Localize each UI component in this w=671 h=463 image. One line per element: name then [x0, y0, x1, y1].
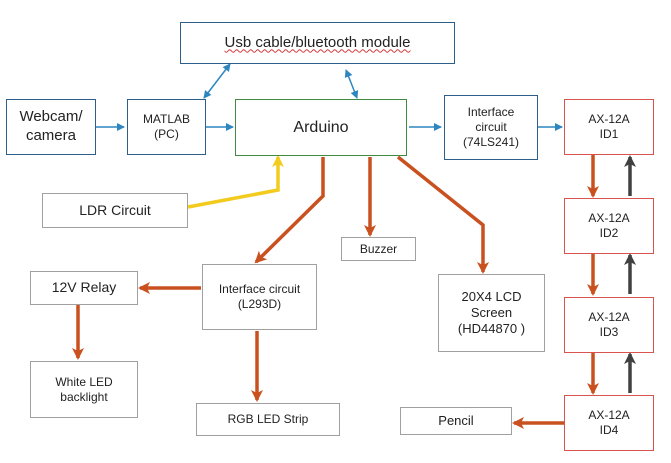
- node-label: Webcam/ camera: [19, 108, 83, 144]
- node-white-led-backlight: White LED backlight: [30, 361, 138, 418]
- node-label: Interface circuit (74LS241): [462, 105, 520, 149]
- node-arduino: Arduino: [235, 99, 407, 156]
- node-label: RGB LED Strip: [227, 412, 309, 426]
- node-pencil: Pencil: [400, 407, 512, 435]
- node-label: LDR Circuit: [79, 201, 151, 218]
- node-label: AX-12A ID3: [588, 310, 630, 339]
- edge-ldr-arduino: [187, 155, 284, 209]
- node-usb-bluetooth: Usb cable/bluetooth module: [180, 22, 455, 64]
- node-buzzer: Buzzer: [341, 237, 416, 261]
- node-label: 20X4 LCD Screen (HD44870 ): [457, 288, 526, 337]
- node-label: 12V Relay: [51, 279, 117, 296]
- edge-usb-arduino: [344, 69, 359, 99]
- edge-matlab-usb: [203, 63, 231, 99]
- node-label: White LED backlight: [55, 374, 113, 404]
- node-webcam: Webcam/ camera: [6, 99, 96, 155]
- node-label: AX-12A ID2: [588, 211, 630, 240]
- node-matlab: MATLAB (PC): [127, 99, 206, 155]
- node-label: Usb cable/bluetooth module: [224, 33, 411, 51]
- node-rgb-led-strip: RGB LED Strip: [196, 403, 340, 436]
- node-interface-74ls241: Interface circuit (74LS241): [444, 95, 538, 160]
- node-ldr-circuit: LDR Circuit: [42, 193, 188, 228]
- node-label: Arduino: [293, 118, 349, 136]
- node-lcd-screen: 20X4 LCD Screen (HD44870 ): [438, 274, 545, 352]
- node-label: Pencil: [438, 412, 474, 428]
- node-12v-relay: 12V Relay: [30, 271, 138, 305]
- node-label: AX-12A ID1: [588, 112, 630, 141]
- node-ax12a-id1: AX-12A ID1: [564, 99, 654, 155]
- edge-arduino-lcd: [396, 155, 489, 274]
- node-label: MATLAB (PC): [142, 112, 191, 141]
- node-ax12a-id3: AX-12A ID3: [564, 297, 654, 353]
- node-label: Interface circuit (L293D): [218, 282, 301, 311]
- node-interface-l293d: Interface circuit (L293D): [202, 264, 317, 330]
- edge-arduino-l293d: [254, 157, 325, 264]
- node-ax12a-id4: AX-12A ID4: [564, 395, 654, 451]
- node-label: Buzzer: [359, 241, 398, 256]
- node-label: AX-12A ID4: [588, 408, 630, 437]
- node-ax12a-id2: AX-12A ID2: [564, 198, 654, 254]
